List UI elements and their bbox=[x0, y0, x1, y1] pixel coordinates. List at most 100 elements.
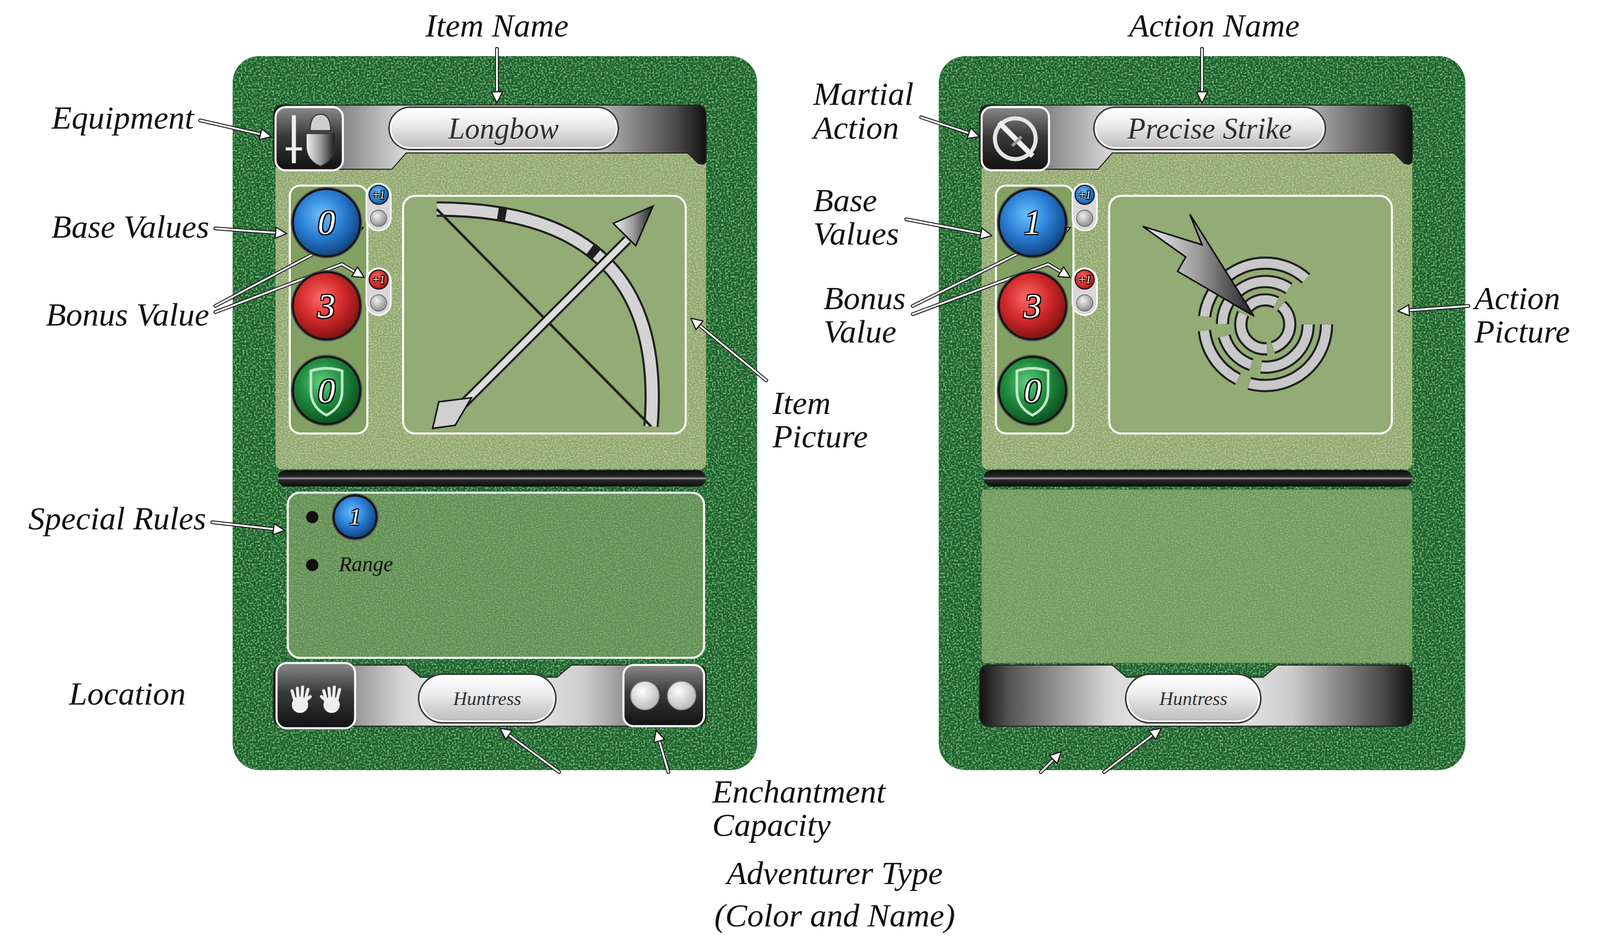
icon-box bbox=[275, 106, 343, 171]
hand-icon bbox=[291, 687, 311, 714]
leader-arrow bbox=[200, 120, 272, 140]
card-panel bbox=[275, 150, 706, 470]
value-number: 1 bbox=[349, 505, 361, 530]
picture-box bbox=[1109, 195, 1392, 434]
stat-circle: 0 bbox=[997, 355, 1068, 426]
bonus-pill bbox=[1072, 183, 1097, 231]
stat-circle: 0 bbox=[291, 188, 362, 258]
lower-panel bbox=[981, 489, 1412, 664]
enchantment-slot bbox=[630, 681, 660, 711]
plate-text: Huntress bbox=[1159, 689, 1228, 709]
value-number: +1 bbox=[1078, 189, 1092, 201]
leader-head bbox=[491, 91, 503, 103]
martial-guard bbox=[1012, 136, 1022, 146]
leader-head bbox=[499, 728, 513, 740]
rule-bullet bbox=[306, 511, 319, 524]
divider-bar bbox=[983, 470, 1412, 487]
leader-arrow bbox=[491, 48, 503, 103]
leader-outline bbox=[921, 117, 970, 134]
value-number: 0 bbox=[1023, 373, 1042, 409]
value-number: 0 bbox=[317, 373, 336, 409]
divider-bar bbox=[277, 470, 706, 487]
leader-line bbox=[658, 740, 669, 773]
leader-arrow bbox=[212, 522, 285, 535]
callout-label: Enchantment Capacity bbox=[712, 775, 888, 843]
leader-head bbox=[258, 128, 272, 140]
leader-outline bbox=[906, 219, 982, 234]
bonus-empty-dot bbox=[370, 210, 387, 227]
plate-text: Precise Strike bbox=[1127, 113, 1292, 144]
leader-head bbox=[274, 227, 287, 239]
card bbox=[939, 56, 1466, 771]
rule-text: Range bbox=[338, 553, 395, 576]
divider-bar bbox=[983, 470, 1412, 487]
card-ground bbox=[939, 56, 1466, 771]
callout-label: Item Picture bbox=[772, 386, 870, 454]
leader-head bbox=[690, 318, 703, 330]
bonus-empty-dot bbox=[1076, 295, 1094, 312]
leader-outline bbox=[658, 740, 669, 773]
bow-limb-outline bbox=[436, 209, 653, 427]
leader-outline bbox=[212, 522, 275, 530]
type-plate: Huntress bbox=[1126, 675, 1260, 723]
plate-text: Longbow bbox=[448, 113, 560, 144]
callout-label: Base Values bbox=[50, 210, 210, 244]
stat-circle: 1 bbox=[997, 188, 1068, 258]
hand-finger bbox=[333, 687, 335, 703]
callout-label: Base Values bbox=[813, 183, 901, 251]
shield-icon bbox=[306, 133, 335, 167]
location-box bbox=[276, 663, 355, 729]
bonus-circle: +1 bbox=[368, 184, 390, 206]
rule-bullet bbox=[306, 559, 319, 572]
leader-line bbox=[698, 324, 767, 381]
sword-blade bbox=[291, 115, 297, 164]
leader-head bbox=[1196, 91, 1208, 103]
card-texture bbox=[232, 56, 757, 771]
leader-outline bbox=[508, 734, 560, 773]
arrow-head bbox=[613, 206, 654, 246]
rules-texture bbox=[287, 493, 704, 659]
lower-texture bbox=[981, 489, 1412, 664]
base-values-box bbox=[995, 185, 1074, 434]
leader-arrow bbox=[1040, 752, 1062, 773]
name-plate: Longbow bbox=[389, 108, 618, 149]
leader-head bbox=[272, 523, 285, 535]
leader-line bbox=[921, 117, 970, 134]
arrow-shaft bbox=[457, 239, 628, 411]
hand-finger bbox=[297, 688, 299, 702]
callout-label: Item Name bbox=[424, 9, 570, 43]
enchantment-slot bbox=[667, 681, 696, 711]
hand-finger bbox=[336, 689, 340, 702]
bonus-pill bbox=[366, 183, 391, 231]
hand-thumb bbox=[299, 696, 310, 706]
leader-arrow bbox=[654, 730, 669, 773]
value-number: +1 bbox=[1078, 274, 1092, 285]
card bbox=[232, 56, 757, 771]
callout-label: Action Name bbox=[1128, 9, 1301, 43]
leader-root bbox=[200, 48, 1469, 773]
leader-head bbox=[654, 730, 665, 743]
card-texture bbox=[939, 56, 1466, 771]
callout-label: Bonus Value bbox=[44, 298, 210, 332]
leader-head bbox=[1049, 752, 1061, 764]
bonus-empty-dot bbox=[370, 295, 387, 312]
hand-thumb bbox=[321, 696, 332, 706]
leader-head bbox=[979, 228, 992, 240]
leader-arrow bbox=[499, 728, 560, 773]
leader-line bbox=[496, 48, 498, 93]
martial-sword bbox=[998, 122, 1033, 157]
bonus-circle: +1 bbox=[1074, 184, 1096, 206]
card-ground bbox=[232, 56, 757, 771]
leader-line bbox=[215, 228, 277, 234]
value-number: 1 bbox=[1023, 204, 1042, 240]
icon-box bbox=[981, 106, 1049, 171]
panel-texture bbox=[981, 150, 1412, 470]
leader-arrow bbox=[906, 219, 992, 239]
leader-line bbox=[1201, 48, 1203, 93]
stat-circle: 3 bbox=[997, 271, 1068, 341]
callout-label: Location bbox=[67, 677, 186, 711]
bonus-pill bbox=[366, 268, 391, 316]
leader-line bbox=[200, 120, 262, 135]
